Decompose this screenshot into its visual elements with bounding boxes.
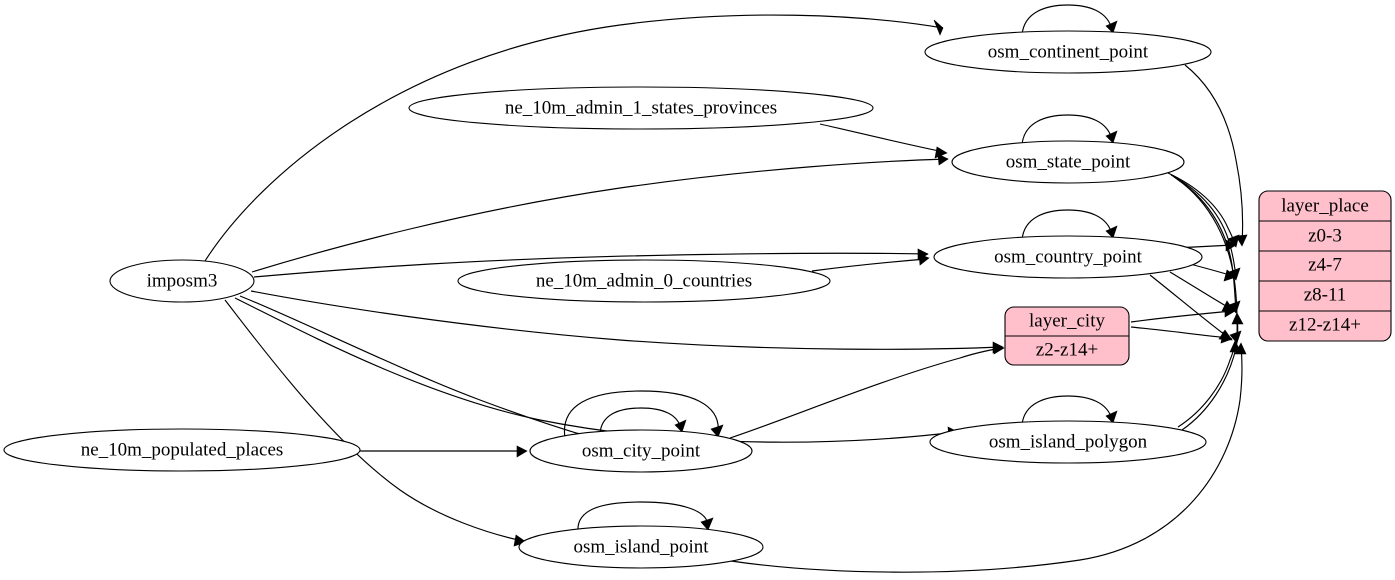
edge-imposm3-to-osm_city_point: [239, 295, 590, 444]
edge-imposm3-to-osm_continent_point: [204, 14, 944, 262]
self-loop-osm_island_point: [577, 501, 714, 533]
edge-imposm3-to-osm_island_point: [224, 299, 527, 547]
node-osm_island_point[interactable]: osm_island_point: [518, 525, 764, 569]
edge-ne_populated_places-to-osm_city_point: [360, 445, 528, 458]
node-imposm3[interactable]: imposm3: [109, 259, 255, 303]
edge-ne_countries-to-osm_country_point: [811, 253, 930, 272]
edge-osm_country_point-to-layer_place-z4-7: [1189, 263, 1237, 282]
self-loop-osm_state_point: [1021, 114, 1118, 146]
edge-osm_city_point-to-layer_city: [729, 342, 1005, 439]
node-osm_island_polygon[interactable]: osm_island_polygon: [929, 420, 1207, 464]
edge-ne_states_provinces-to-osm_state_point: [819, 123, 948, 159]
self-loop-osm_city_point-outer: [563, 390, 724, 439]
record-node-layer_place[interactable]: layer_place z0-3 z4-7 z8-11 z12-z14+: [1258, 190, 1392, 342]
node-layer: imposm3 ne_10m_admin_1_states_provinces …: [3, 30, 1392, 569]
edge-osm_island_polygon-to-layer_place-z8-11: [1181, 312, 1244, 431]
node-osm_country_point[interactable]: osm_country_point: [933, 235, 1203, 279]
node-ne_10m_admin_0_countries[interactable]: ne_10m_admin_0_countries: [457, 259, 831, 303]
node-osm_city_point[interactable]: osm_city_point: [529, 429, 753, 473]
edge-osm_country_point-to-layer_place-z8-11: [1169, 271, 1235, 312]
node-ne_10m_populated_places[interactable]: ne_10m_populated_places: [3, 428, 361, 472]
self-loop-osm_country_point: [1021, 209, 1118, 241]
edge-osm_island_point-to-layer_place-z12-z14: [730, 342, 1247, 573]
edge-layer_city-to-layer_place-z12-z14: [1130, 326, 1233, 344]
edge-imposm3-to-osm_state_point: [251, 153, 949, 273]
node-osm_continent_point[interactable]: osm_continent_point: [924, 30, 1212, 74]
edge-osm_state_point-to-layer_place-z0-3: [1167, 172, 1240, 248]
edge-layer_city-to-layer_place-z8-11: [1130, 305, 1236, 323]
edge-osm_island_polygon-to-layer_place-z12-z14: [1177, 340, 1242, 428]
self-loop-osm_continent_point: [1021, 4, 1118, 36]
self-loop-osm_island_polygon: [1021, 395, 1118, 426]
self-loop-osm_city_point-inner: [599, 407, 687, 435]
node-ne_10m_admin_1_states_provinces[interactable]: ne_10m_admin_1_states_provinces: [408, 86, 874, 130]
edge-osm_continent_point-to-layer_place-z0-3: [1184, 64, 1248, 247]
edge-layer: [204, 4, 1248, 573]
node-osm_state_point[interactable]: osm_state_point: [951, 140, 1185, 184]
edge-imposm3-to-osm_island_polygon: [234, 297, 959, 443]
record-node-layer_city[interactable]: layer_city z2-z14+: [1004, 306, 1130, 366]
